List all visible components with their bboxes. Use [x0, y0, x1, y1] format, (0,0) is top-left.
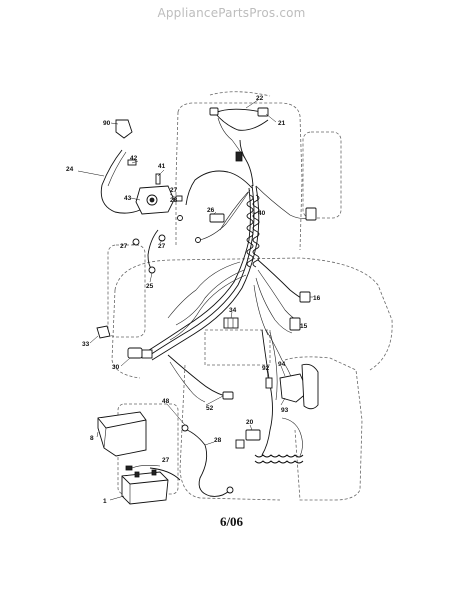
part-label-28-upper: 28 [170, 197, 178, 204]
part-label-26: 26 [207, 207, 215, 214]
part-label-27-upper: 27 [170, 187, 178, 194]
part-label-8: 8 [90, 435, 94, 442]
part-label-24: 24 [66, 166, 74, 173]
part-label-22: 22 [256, 95, 264, 102]
part-label-48: 48 [162, 398, 170, 405]
part-label-27-left: 27 [120, 243, 128, 250]
part-label-43: 43 [124, 195, 132, 202]
part-label-33: 33 [82, 341, 90, 348]
part-number-labels: 22 21 90 42 41 24 43 27 28 26 40 27 27 2… [66, 95, 321, 505]
part-label-42: 42 [130, 155, 138, 162]
part-label-94: 94 [278, 361, 286, 368]
part-label-52: 52 [206, 405, 214, 412]
revision-date: 6/06 [219, 514, 244, 529]
part-label-90: 90 [103, 120, 111, 127]
part-label-40: 40 [258, 210, 266, 217]
watermark: AppliancePartsPros.com [157, 6, 306, 20]
part-label-34: 34 [229, 307, 237, 314]
part-label-25: 25 [146, 283, 154, 290]
part-label-41: 41 [158, 163, 166, 170]
part-label-21: 21 [278, 120, 286, 127]
part-label-93: 93 [281, 407, 289, 414]
part-label-20: 20 [246, 419, 254, 426]
components [96, 107, 319, 505]
part-label-27-mid: 27 [158, 243, 166, 250]
part-label-15: 15 [300, 323, 308, 330]
part-label-30: 30 [112, 364, 120, 371]
leader-lines [77, 99, 313, 501]
main-harness [100, 108, 311, 497]
part-label-28-lower: 28 [214, 437, 222, 444]
tractor-outline [107, 91, 393, 501]
part-label-92: 92 [262, 365, 270, 372]
part-label-1: 1 [103, 498, 107, 505]
part-label-16: 16 [313, 295, 321, 302]
part-label-27-lower: 27 [162, 457, 170, 464]
